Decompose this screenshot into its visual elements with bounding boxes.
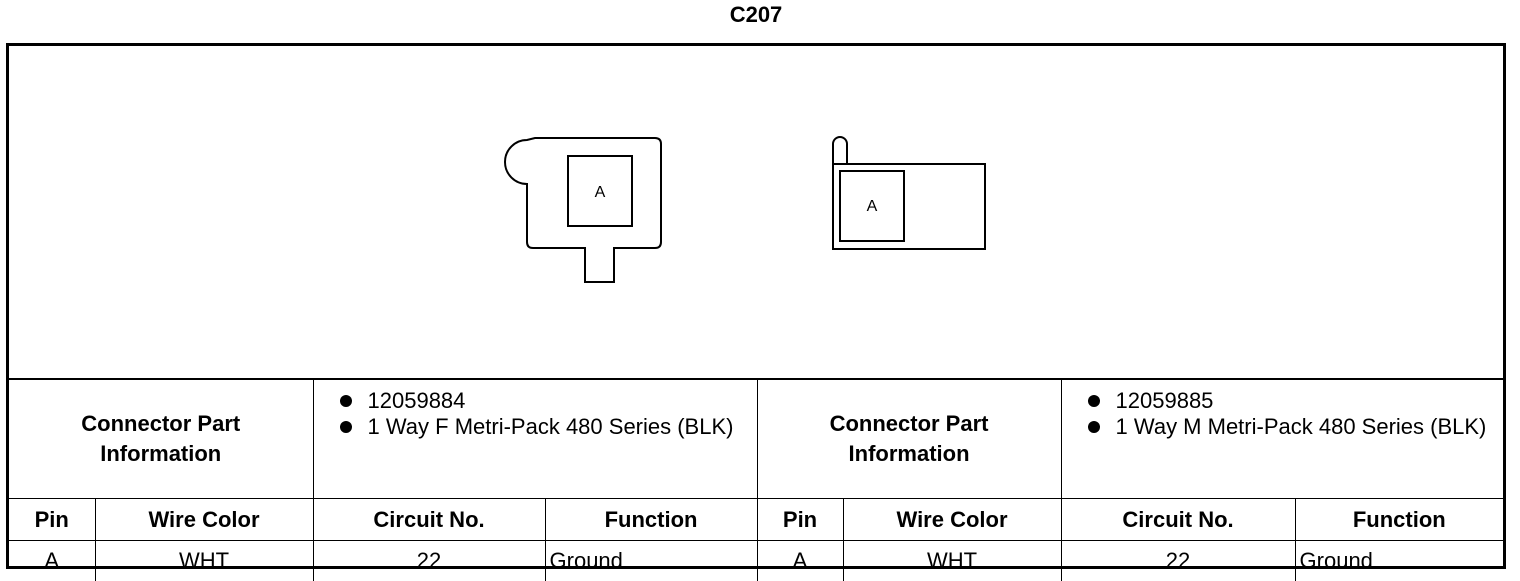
part-info-row: Connector Part Information 12059884 1 Wa… [9,380,1503,499]
circuit-cell: 22 [313,541,545,581]
part-description: 1 Way F Metri-Pack 480 Series (BLK) [336,414,753,440]
header-wire-color: Wire Color [95,499,313,541]
connector-frame: A A Connector Part Information 12059884 [6,43,1506,569]
wire-color-cell: WHT [843,541,1061,581]
female-pin-label: A [595,184,606,201]
header-function: Function [545,499,757,541]
wire-color-cell: WHT [95,541,313,581]
part-description: 1 Way M Metri-Pack 480 Series (BLK) [1084,414,1500,440]
male-pin-label: A [867,198,878,215]
header-function: Function [1295,499,1503,541]
pin-cell: A [9,541,95,581]
part-info-label-right: Connector Part Information [757,380,1061,499]
header-circuit: Circuit No. [313,499,545,541]
header-circuit: Circuit No. [1061,499,1295,541]
part-number: 12059884 [336,388,753,414]
header-pin: Pin [9,499,95,541]
connector-table: Connector Part Information 12059884 1 Wa… [9,380,1503,581]
male-connector-icon [833,137,985,249]
table-row: A WHT 22 Ground A WHT 22 Ground [9,541,1503,581]
header-pin: Pin [757,499,843,541]
column-header-row: Pin Wire Color Circuit No. Function Pin … [9,499,1503,541]
function-cell: Ground [545,541,757,581]
pin-cell: A [757,541,843,581]
part-number: 12059885 [1084,388,1500,414]
circuit-cell: 22 [1061,541,1295,581]
female-connector-icon [505,138,661,282]
part-info-left: 12059884 1 Way F Metri-Pack 480 Series (… [313,380,757,499]
function-cell: Ground [1295,541,1503,581]
diagram-title: C207 [0,2,1512,28]
part-info-label-left: Connector Part Information [9,380,313,499]
header-wire-color: Wire Color [843,499,1061,541]
part-info-right: 12059885 1 Way M Metri-Pack 480 Series (… [1061,380,1503,499]
connector-drawing-area: A A [9,46,1503,380]
connector-illustrations: A A [9,46,1503,380]
